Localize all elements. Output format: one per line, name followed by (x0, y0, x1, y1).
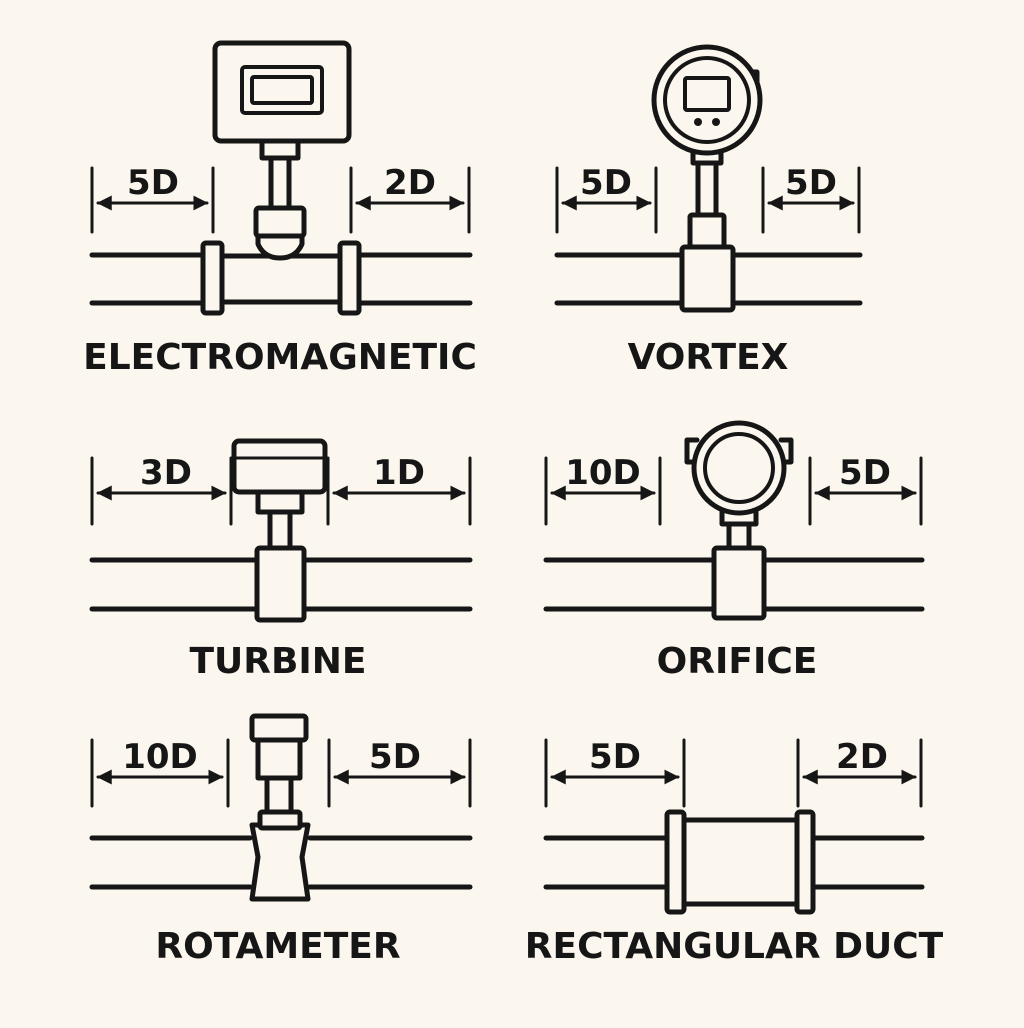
meter-label: RECTANGULAR DUCT (525, 926, 944, 967)
pipe (543, 835, 925, 890)
downstream-dimension: 2D (796, 737, 923, 808)
downstream-dimension: 2D (349, 163, 471, 234)
upstream-distance-label: 5D (580, 163, 632, 203)
downstream-distance-label: 5D (785, 163, 837, 203)
meter-label: ORIFICE (657, 641, 818, 682)
pipe (89, 252, 473, 306)
meter-label: ELECTROMAGNETIC (83, 337, 477, 378)
upstream-dimension: 10D (544, 453, 662, 526)
panel-vortex: 5D 5D VORTEX (554, 44, 863, 378)
downstream-distance-label: 5D (839, 453, 891, 493)
upstream-dimension: 5D (544, 737, 686, 808)
upstream-dimension: 5D (555, 163, 658, 234)
pipe (543, 557, 925, 612)
panel-turbine: 3D 1D TURBINE (89, 438, 473, 682)
downstream-dimension: 1D (326, 453, 472, 526)
downstream-distance-label: 1D (373, 453, 425, 493)
panel-rectangular-duct: 5D 2D RECTANGULAR DUCT (525, 737, 944, 967)
turbine-meter-icon (231, 438, 328, 623)
downstream-distance-label: 2D (384, 163, 436, 203)
vortex-meter-icon (651, 44, 763, 313)
upstream-dimension: 10D (90, 737, 230, 808)
downstream-dimension: 5D (761, 163, 861, 234)
upstream-distance-label: 5D (127, 163, 179, 203)
downstream-distance-label: 2D (836, 737, 888, 777)
rectangular-duct-icon (664, 809, 816, 915)
meter-label: TURBINE (189, 641, 366, 682)
orifice-meter-icon (684, 420, 794, 621)
pipe (89, 835, 473, 890)
pipe (554, 252, 863, 306)
pipe (89, 557, 473, 612)
meter-label: VORTEX (628, 337, 789, 378)
upstream-dimension: 3D (90, 453, 233, 526)
panel-orifice: 10D 5D ORIFICE (543, 420, 925, 682)
panel-electromagnetic: 5D 2D ELECTROMAGNETIC (83, 40, 477, 378)
downstream-distance-label: 5D (369, 737, 421, 777)
upstream-dimension: 5D (90, 163, 215, 234)
upstream-distance-label: 10D (122, 737, 198, 777)
panel-rotameter: 10D 5D ROTAMETER (89, 713, 473, 967)
rotameter-icon (249, 713, 311, 902)
upstream-distance-label: 10D (565, 453, 641, 493)
downstream-dimension: 5D (808, 453, 923, 526)
meter-label: ROTAMETER (155, 926, 400, 967)
electromagnetic-meter-icon (200, 40, 362, 316)
upstream-distance-label: 3D (140, 453, 192, 493)
downstream-dimension: 5D (327, 737, 472, 808)
upstream-distance-label: 5D (589, 737, 641, 777)
